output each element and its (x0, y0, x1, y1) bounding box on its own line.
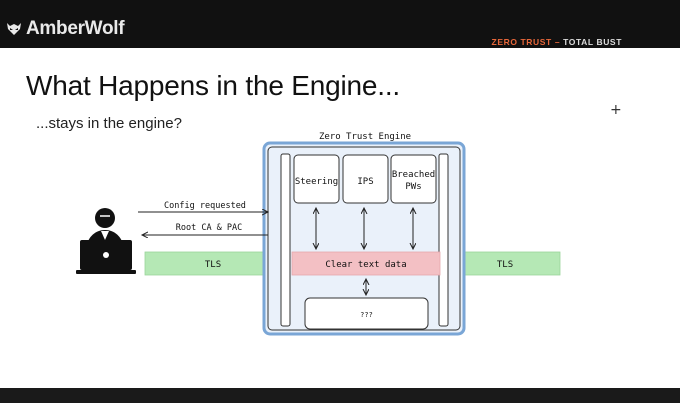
pws-label: PWs (405, 182, 421, 192)
header-bar: AmberWolf ZERO TRUST – TOTAL BUST (0, 0, 680, 48)
unknown-label: ??? (360, 311, 373, 319)
engine-left-rail (280, 153, 291, 327)
ips-label: IPS (357, 177, 373, 187)
plus-marker: + (610, 102, 622, 118)
tls-right-label: TLS (497, 260, 513, 270)
slide-title: What Happens in the Engine... (26, 70, 400, 101)
ips-module (342, 154, 389, 204)
engine-label: Zero Trust Engine (319, 132, 411, 142)
engine-inner-border (267, 146, 461, 331)
footer-bar (0, 388, 680, 403)
wolf-icon (7, 23, 21, 35)
breached-label: Breached (392, 170, 435, 180)
clear-text-bar (291, 251, 441, 276)
unknown-box (304, 297, 429, 330)
steering-module (293, 154, 340, 204)
clear-text-label: Clear text data (325, 260, 406, 270)
engine-right-rail (438, 153, 449, 327)
tagline-total-bust: TOTAL BUST (563, 37, 622, 47)
tagline-zero-trust: ZERO TRUST (491, 37, 552, 47)
slide-subtitle: ...stays in the engine? (36, 115, 182, 132)
tagline-separator: – (554, 37, 561, 47)
config-requested-label: Config requested (164, 201, 246, 211)
tls-left-label: TLS (205, 260, 221, 270)
breached-pws-module (390, 154, 437, 204)
root-ca-label: Root CA & PAC (176, 223, 243, 233)
brand-name: AmberWolf (26, 18, 125, 39)
user-laptop-icon (76, 208, 136, 274)
amberwolf-logo: AmberWolf (6, 18, 125, 40)
steering-label: Steering (295, 177, 338, 187)
tagline: ZERO TRUST – TOTAL BUST (492, 37, 622, 47)
